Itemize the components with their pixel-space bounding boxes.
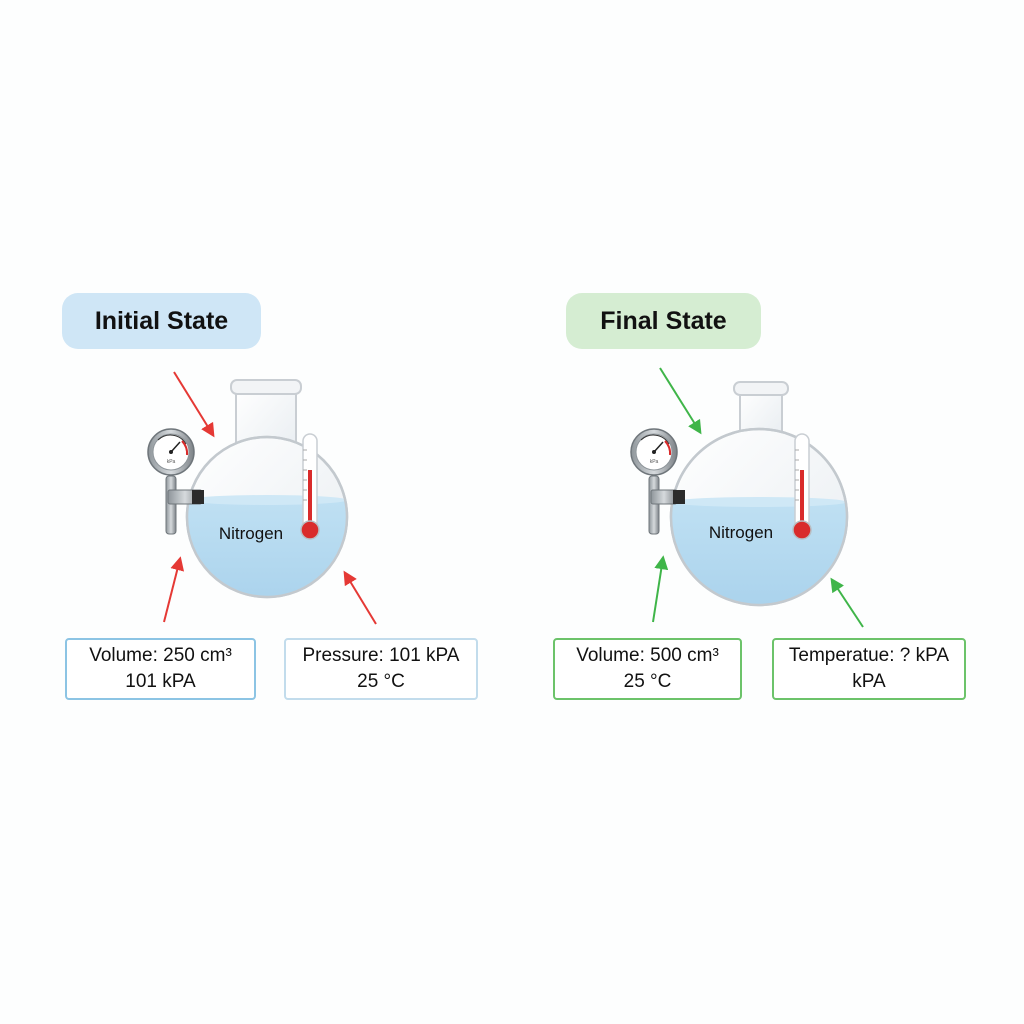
arrow-to-flask-top: [659, 367, 702, 435]
arrow-from-pressure-box: [343, 570, 377, 625]
final-arrows: [652, 367, 864, 628]
arrow-from-volume-box: [163, 556, 185, 623]
initial-pressure-line2: 25 °C: [357, 671, 405, 692]
initial-volume-line2: 101 kPA: [125, 671, 196, 692]
initial-volume-box: Volume: 250 cm³ 101 kPA: [65, 638, 256, 700]
final-flask: Nitrogen: [669, 381, 849, 607]
pressure-gauge-icon: kPa: [630, 428, 685, 535]
final-temp-line2: kPA: [852, 671, 886, 692]
final-gauge-unit: kPa: [650, 459, 659, 465]
arrow-from-temp-box: [830, 577, 864, 628]
initial-pressure-line1: Pressure: 101 kPA: [302, 645, 460, 666]
pressure-gauge-icon: kPa: [147, 428, 204, 535]
final-temperature-box: Temperatue: ? kPA kPA: [772, 638, 966, 700]
final-volume-box: Volume: 500 cm³ 25 °C: [553, 638, 742, 700]
initial-gas-label: Nitrogen: [219, 524, 283, 543]
initial-gauge-unit: kPa: [167, 459, 176, 465]
arrow-to-flask-top: [173, 371, 215, 438]
final-volume-line2: 25 °C: [623, 671, 672, 692]
initial-state-title: Initial State: [62, 293, 261, 349]
final-temp-line1: Temperatue: ? kPA: [788, 645, 950, 666]
initial-volume-line1: Volume: 250 cm³: [89, 645, 232, 666]
final-state-title: Final State: [566, 293, 761, 349]
thermometer-icon: [300, 433, 320, 540]
initial-pressure-box: Pressure: 101 kPA 25 °C: [284, 638, 478, 700]
arrow-from-volume-box: [652, 555, 669, 623]
final-gas-label: Nitrogen: [709, 523, 773, 542]
initial-flask: Nitrogen: [185, 379, 349, 599]
thermometer-icon: [792, 433, 812, 540]
final-volume-line1: Volume: 500 cm³: [576, 645, 719, 666]
initial-arrows: [163, 371, 377, 625]
